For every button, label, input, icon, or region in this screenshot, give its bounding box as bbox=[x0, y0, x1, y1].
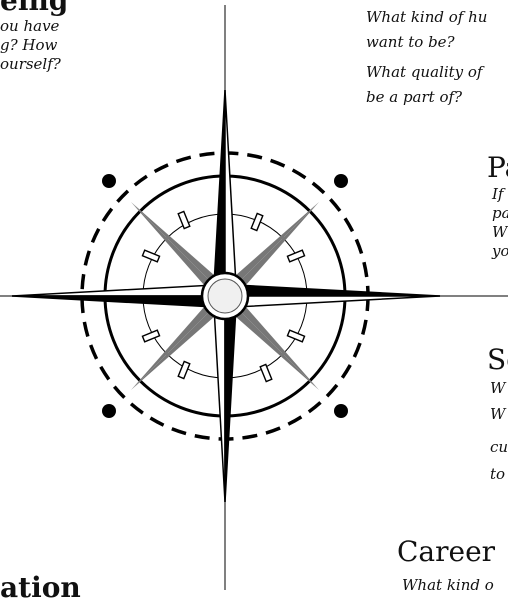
right-middle-heading: Pa bbox=[487, 151, 508, 184]
ring-dot bbox=[334, 174, 348, 188]
bottom-left-heading: ation bbox=[0, 571, 81, 604]
right-middle-line-2: pa bbox=[492, 204, 508, 222]
right-lower-line-4: to bbox=[490, 465, 506, 483]
compass-rose-icon bbox=[0, 5, 508, 590]
ring-dot bbox=[102, 404, 116, 418]
top-left-line-3: ourself? bbox=[0, 55, 61, 73]
right-middle-line-1: If bbox=[492, 185, 504, 203]
top-right-line-1: What kind of hu bbox=[366, 8, 488, 26]
ring-dot bbox=[102, 174, 116, 188]
career-heading: Career bbox=[397, 535, 496, 568]
career-line-1: What kind o bbox=[402, 576, 494, 594]
right-lower-heading: Sc bbox=[487, 343, 508, 376]
center-hub-inner bbox=[207, 278, 243, 314]
top-left-heading: eing bbox=[0, 0, 69, 17]
top-right-line-2: want to be? bbox=[366, 33, 455, 51]
right-middle-line-3: W bbox=[492, 223, 508, 241]
top-left-line-1: ou have bbox=[0, 17, 60, 35]
top-right-line-4: be a part of? bbox=[366, 88, 463, 106]
inner-ring-ticks bbox=[141, 210, 306, 383]
top-right-line-3: What quality of bbox=[366, 63, 483, 81]
right-lower-line-3: cu bbox=[490, 438, 508, 456]
right-lower-line-1: W bbox=[490, 379, 506, 397]
right-lower-line-2: W bbox=[490, 405, 506, 423]
top-left-line-2: g? How bbox=[0, 36, 58, 54]
ring-dot bbox=[334, 404, 348, 418]
right-middle-line-4: yo bbox=[492, 242, 508, 260]
grey-diagonal-points bbox=[131, 202, 319, 390]
